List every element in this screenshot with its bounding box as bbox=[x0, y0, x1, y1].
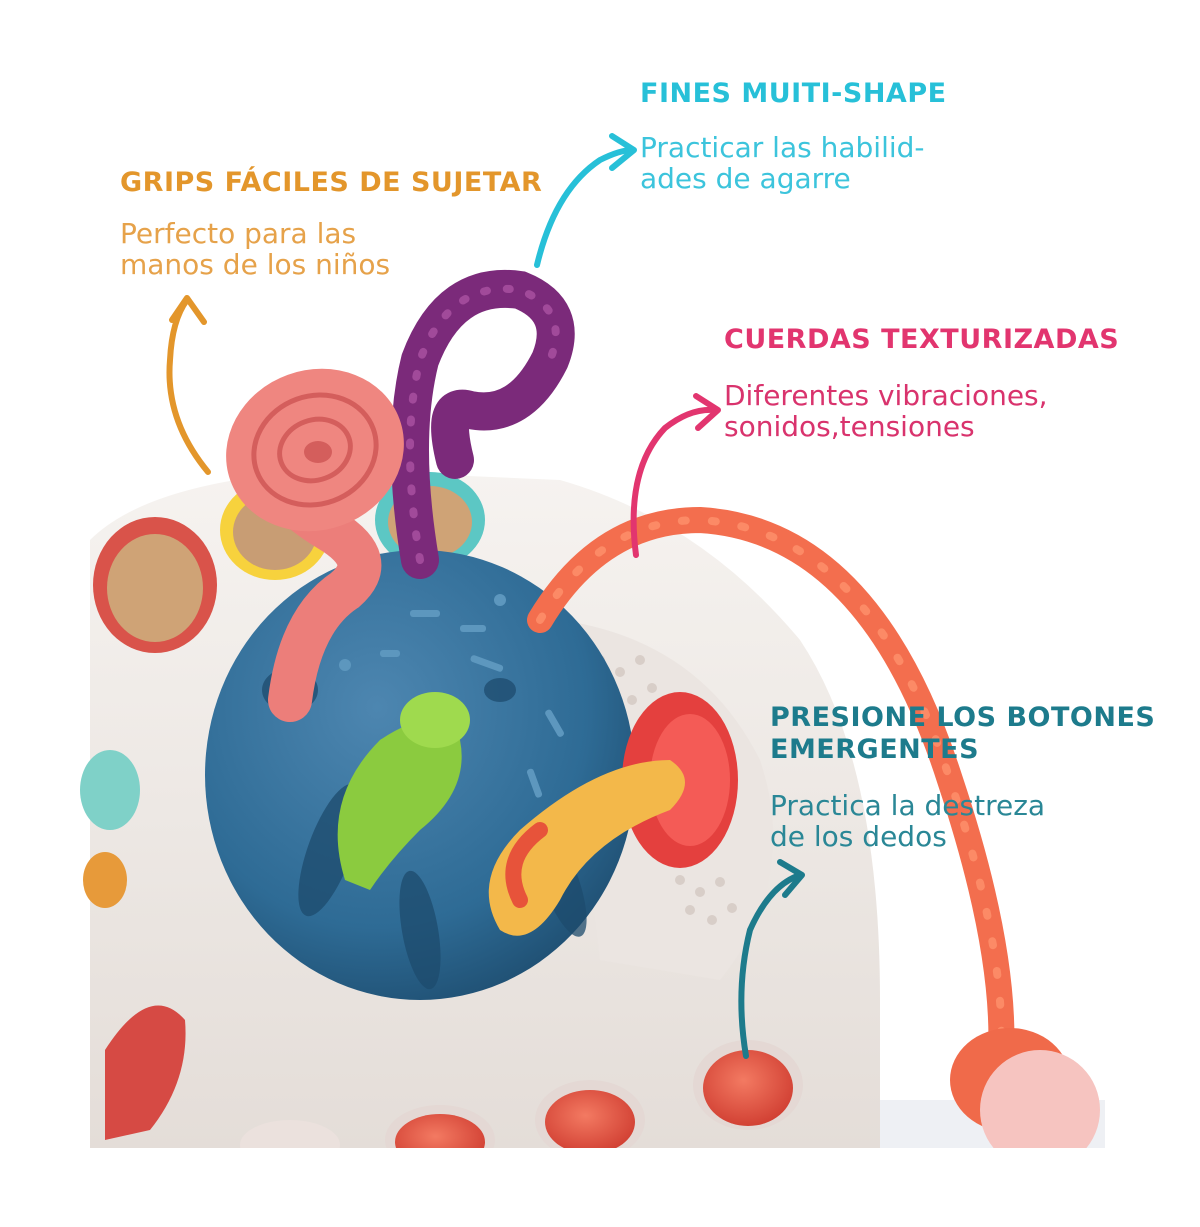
grips-heading: GRIPS FÁCILES DE SUJETAR bbox=[120, 167, 543, 198]
botones-description: Practica la destreza de los dedos bbox=[770, 789, 1046, 853]
cuerdas-heading: CUERDAS TEXTURIZADAS bbox=[724, 324, 1120, 355]
arrow-fines bbox=[534, 133, 637, 268]
fines-description: Practicar las habilid- ades de agarre bbox=[640, 131, 925, 195]
toy-green-piece bbox=[337, 692, 470, 890]
botones-heading: PRESIONE LOS BOTONES EMERGENTES bbox=[770, 702, 1156, 765]
toy-pink-spiral bbox=[226, 368, 404, 722]
cuerdas-description: Diferentes vibraciones, sonidos,tensione… bbox=[724, 379, 1048, 443]
arrow-botones bbox=[738, 859, 805, 1059]
arrow-grips bbox=[166, 295, 211, 475]
grips-description: Perfecto para las manos de los niños bbox=[120, 217, 391, 281]
toy-purple-rope bbox=[391, 269, 575, 579]
toy-yellow-piece bbox=[488, 692, 738, 936]
fines-heading: FINES MUITI-SHAPE bbox=[640, 78, 947, 109]
arrow-cuerdas bbox=[630, 393, 721, 558]
toy-orange-rope bbox=[527, 506, 1100, 1170]
toy-side-pieces bbox=[80, 750, 186, 1140]
